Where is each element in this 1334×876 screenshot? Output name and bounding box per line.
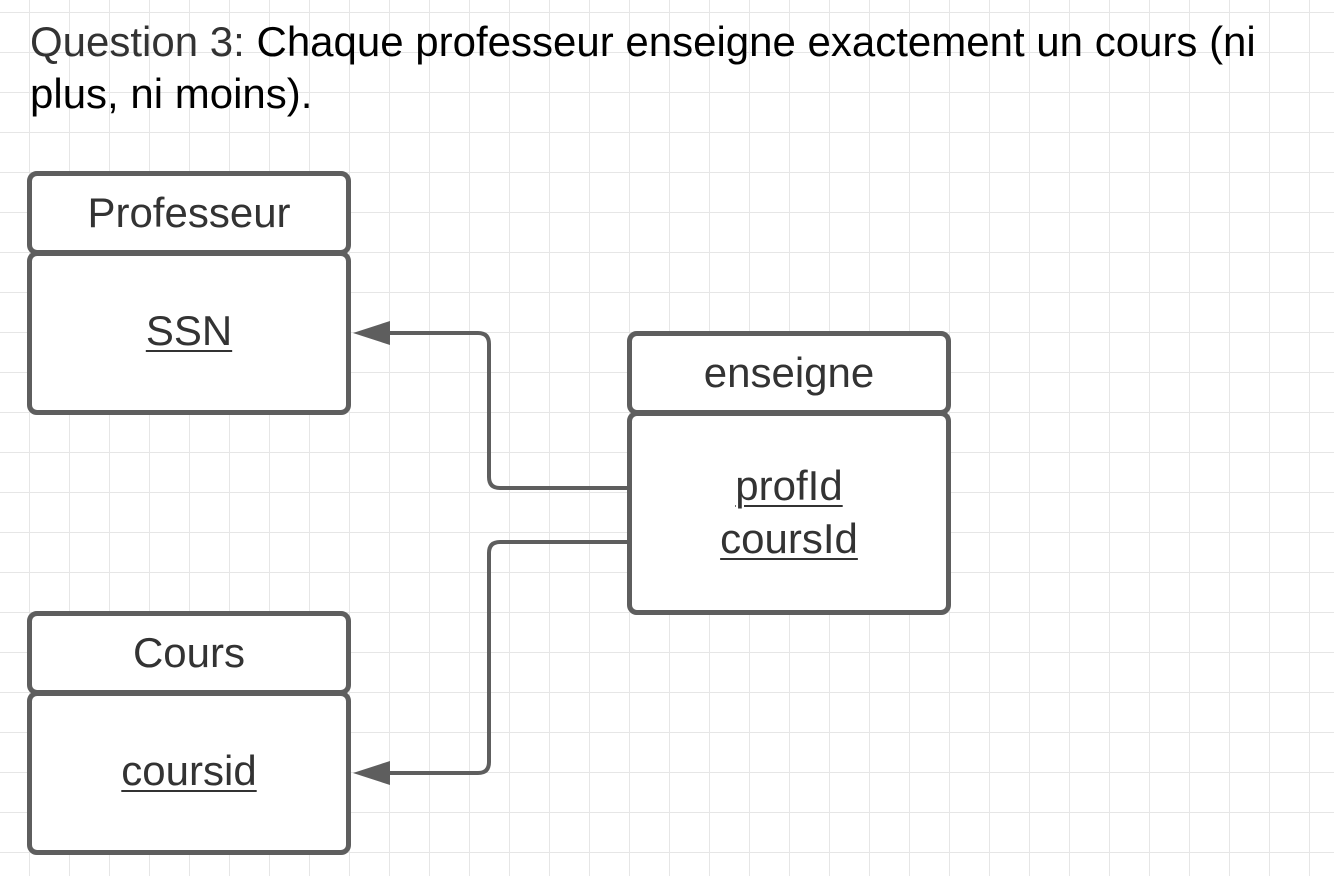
arrowhead-ssn [353, 321, 390, 345]
entity-enseigne-body[interactable]: profId coursId [627, 411, 951, 615]
entity-enseigne-header[interactable]: enseigne [627, 331, 951, 415]
attribute-coursid-fk: coursId [720, 515, 858, 562]
question-body: Chaque professeur enseigne exactement un… [30, 18, 1256, 117]
entity-cours-header[interactable]: Cours [27, 611, 351, 695]
attribute-profid: profId [735, 462, 843, 509]
question-text: Question 3: Chaque professeur enseigne e… [30, 16, 1320, 120]
connector-profid-to-ssn[interactable] [385, 331, 628, 490]
question-label: Question 3: [30, 18, 245, 65]
attribute-coursid: coursid [121, 747, 257, 794]
entity-professeur-body[interactable]: SSN [27, 251, 351, 415]
arrowhead-coursid [353, 761, 390, 785]
entity-professeur-header[interactable]: Professeur [27, 171, 351, 255]
entity-cours-body[interactable]: coursid [27, 691, 351, 855]
connector-coursid-to-coursid[interactable] [385, 540, 628, 775]
attribute-ssn: SSN [145, 307, 233, 354]
entity-professeur-name: Professeur [87, 189, 291, 236]
entity-enseigne-name: enseigne [703, 349, 875, 396]
entity-cours-name: Cours [132, 629, 246, 676]
